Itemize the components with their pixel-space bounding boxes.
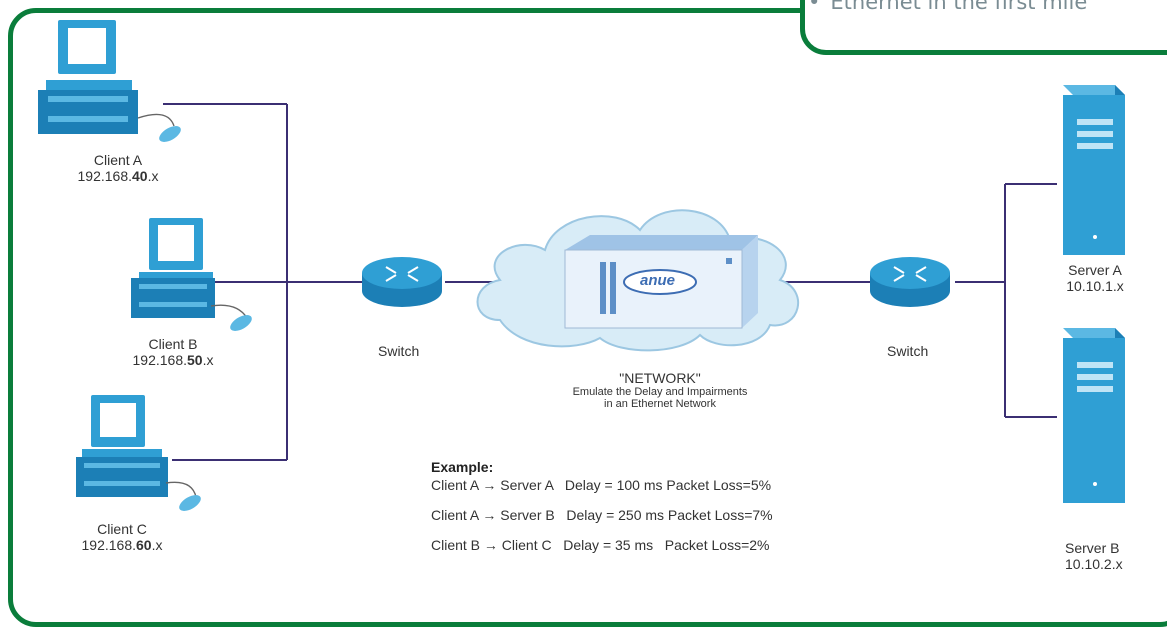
callout-bullet: • xyxy=(808,0,821,14)
client-a-label: Client A 192.168.40.x xyxy=(58,152,178,184)
server-a-ip: 10.10.1.x xyxy=(1066,278,1124,294)
computer-icon xyxy=(38,20,181,142)
server-a-label: Server A 10.10.1.x xyxy=(1050,262,1140,294)
connection-lines xyxy=(163,103,1057,461)
callout-box xyxy=(800,0,1167,55)
computer-icon xyxy=(76,395,201,511)
server-icon xyxy=(1063,85,1125,255)
client-c-ip: 192.168.60.x xyxy=(81,537,163,553)
example-heading: Example: xyxy=(431,459,494,475)
network-title: "NETWORK" xyxy=(619,370,701,386)
callout-label: Ethernet in the first mile xyxy=(830,0,1088,14)
client-b-ip: 192.168.50.x xyxy=(132,352,214,368)
client-b-label: Client B 192.168.50.x xyxy=(113,336,233,368)
client-a-ip: 192.168.40.x xyxy=(77,168,159,184)
server-b-name: Server B xyxy=(1065,540,1120,556)
switch-icon xyxy=(870,257,950,307)
switch-icon xyxy=(362,257,442,307)
server-b-ip: 10.10.2.x xyxy=(1065,556,1123,572)
server-b-label: Server B 10.10.2.x xyxy=(1065,540,1123,572)
network-line-2: in an Ethernet Network xyxy=(604,398,716,410)
example-row: Client A → Server B Delay = 250 ms Packe… xyxy=(431,507,773,523)
server-a-name: Server A xyxy=(1068,262,1122,278)
client-b-name: Client B xyxy=(148,336,198,352)
client-c-label: Client C 192.168.60.x xyxy=(62,521,182,553)
client-c-name: Client C xyxy=(97,521,147,537)
callout-text: • Ethernet in the first mile xyxy=(808,0,1087,14)
network-caption: "NETWORK" Emulate the Delay and Impairme… xyxy=(530,370,790,410)
switch-left-label: Switch xyxy=(378,343,420,359)
switch-right-label: Switch xyxy=(887,343,929,359)
client-a-name: Client A xyxy=(93,152,143,168)
computer-icon xyxy=(131,218,252,331)
server-icon xyxy=(1063,328,1125,503)
network-line-1: Emulate the Delay and Impairments xyxy=(572,386,748,398)
emulator-box-icon xyxy=(564,235,758,329)
example-block: Example: Client A → Server A Delay = 100… xyxy=(431,459,773,553)
example-row: Client B → Client C Delay = 35 ms Packet… xyxy=(431,537,770,553)
example-row: Client A → Server A Delay = 100 ms Packe… xyxy=(431,477,772,493)
anue-logo: anue xyxy=(640,272,676,289)
